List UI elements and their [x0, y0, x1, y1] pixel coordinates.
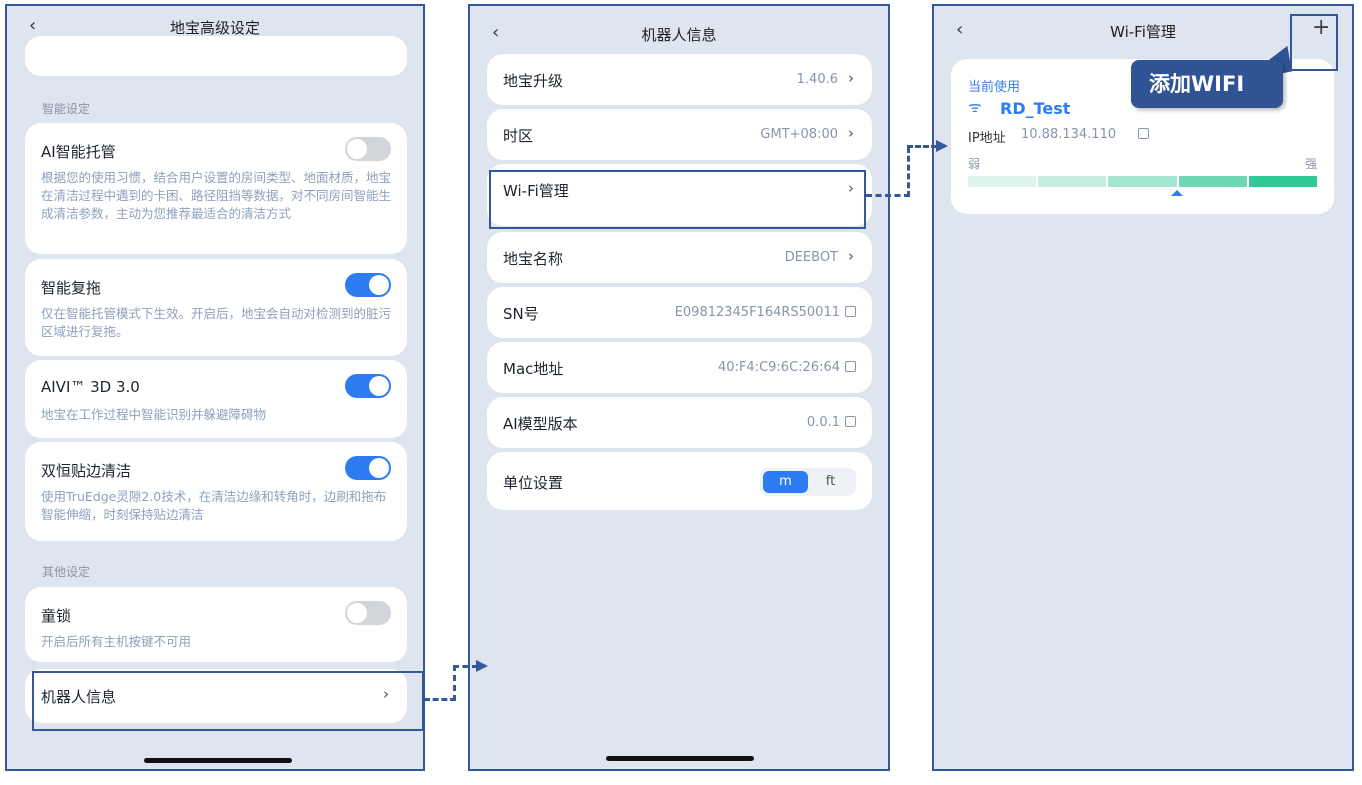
page-title: 机器人信息 — [641, 26, 717, 44]
info-row[interactable]: SN号 E09812345F164RS50011 — [487, 287, 872, 338]
page-title: Wi-Fi管理 — [1110, 23, 1176, 41]
advanced-settings-screen: ‹ 地宝高级设定 智能设定 AI智能托管 根据您的使用习惯，结合用户设置的房间类… — [5, 4, 425, 771]
copy-icon[interactable] — [845, 416, 856, 427]
highlight-add-button — [1290, 14, 1338, 71]
connector-1 — [424, 665, 456, 701]
chevron-right-icon: › — [848, 247, 854, 265]
top-card-partial — [25, 36, 407, 76]
signal-segment — [1038, 176, 1107, 187]
row-value: DEEBOT — [784, 250, 838, 265]
home-indicator — [144, 758, 292, 763]
connector-2 — [866, 147, 910, 197]
row-label: 地宝名称 — [503, 250, 564, 268]
info-row[interactable]: Wi-Fi管理 › — [487, 164, 872, 226]
weak-label: 弱 — [968, 157, 981, 171]
edge-cleaning-toggle[interactable] — [345, 456, 391, 480]
signal-segment — [1178, 176, 1247, 187]
back-icon[interactable]: ‹ — [29, 15, 37, 36]
arrow-right-icon — [936, 140, 948, 152]
setting-aivi: AIVI™ 3D 3.0 地宝在工作过程中智能识别并躲避障碍物 — [25, 360, 407, 438]
back-icon[interactable]: ‹ — [492, 22, 500, 43]
connector-2b — [907, 145, 937, 148]
row-value: 40:F4:C9:6C:26:64 — [718, 360, 856, 375]
copy-icon[interactable] — [1138, 128, 1150, 139]
wifi-ssid: RD_Test — [1000, 99, 1071, 118]
row-label: SN号 — [503, 305, 539, 323]
chevron-right-icon: › — [848, 124, 854, 142]
section-smart-settings: 智能设定 — [42, 102, 91, 116]
info-row[interactable]: AI模型版本 0.0.1 — [487, 397, 872, 448]
robot-info-row[interactable]: 机器人信息 › — [25, 669, 407, 723]
setting-ai-managed: AI智能托管 根据您的使用习惯，结合用户设置的房间类型、地面材质，地宝在清洁过程… — [25, 123, 407, 254]
row-value: 0.0.1 — [807, 415, 856, 430]
info-row[interactable]: 时区 GMT+08:00 › — [487, 109, 872, 160]
info-row[interactable]: 地宝升级 1.40.6 › — [487, 54, 872, 105]
row-label: 时区 — [503, 127, 534, 145]
signal-bar — [968, 176, 1318, 187]
unit-option-ft[interactable]: ft — [825, 474, 836, 489]
row-value: GMT+08:00 — [760, 127, 838, 142]
section-other-settings: 其他设定 — [42, 565, 91, 579]
highlight-wifi-management — [489, 170, 866, 229]
info-row[interactable]: Mac地址 40:F4:C9:6C:26:64 — [487, 342, 872, 393]
aivi-toggle[interactable] — [345, 374, 391, 398]
chevron-right-icon: › — [383, 685, 389, 703]
unit-setting-row: 单位设置 m ft — [487, 452, 872, 510]
chevron-right-icon: › — [848, 69, 854, 87]
back-icon[interactable]: ‹ — [956, 19, 964, 40]
row-label: 地宝升级 — [503, 72, 564, 90]
current-use-label: 当前使用 — [968, 80, 1021, 95]
arrow-right-icon — [476, 660, 488, 672]
unit-option-m[interactable]: m — [763, 471, 808, 493]
ip-value: 10.88.134.110 — [1021, 127, 1150, 142]
unit-segmented-control: m ft — [760, 468, 856, 496]
setting-child-lock: 童锁 开启后所有主机按键不可用 — [25, 587, 407, 662]
signal-segment — [1248, 176, 1318, 187]
ip-label: IP地址 — [968, 131, 1006, 146]
row-value: 1.40.6 — [796, 72, 838, 87]
strong-label: 强 — [1304, 157, 1317, 171]
signal-marker-icon — [1171, 190, 1184, 196]
setting-edge-cleaning: 双恒贴边清洁 使用TruEdge灵隙2.0技术，在清洁边缘和转角时，边刷和拖布智… — [25, 442, 407, 541]
add-wifi-callout: 添加WIFI — [1131, 60, 1283, 108]
ai-managed-toggle[interactable] — [345, 137, 391, 161]
add-wifi-button[interactable]: + — [1312, 15, 1331, 40]
connector-1b — [453, 665, 478, 701]
copy-icon[interactable] — [845, 306, 856, 317]
row-value: E09812345F164RS50011 — [675, 305, 856, 320]
highlight-robot-info — [32, 671, 424, 731]
child-lock-toggle[interactable] — [345, 601, 391, 625]
wifi-icon: ᯤ — [968, 98, 982, 116]
row-label: Mac地址 — [503, 360, 564, 378]
chevron-right-icon: › — [848, 179, 854, 197]
copy-icon[interactable] — [845, 361, 856, 372]
home-indicator — [606, 756, 754, 761]
signal-segment — [1108, 176, 1177, 187]
row-label: Wi-Fi管理 — [503, 182, 569, 200]
page-title: 地宝高级设定 — [169, 19, 260, 37]
row-label: AI模型版本 — [503, 415, 578, 433]
wifi-management-screen: ‹ Wi-Fi管理 + 当前使用 ᯤ RD_Test IP地址 10.88.13… — [932, 4, 1354, 771]
smart-remop-toggle[interactable] — [345, 273, 391, 297]
signal-segment — [968, 176, 1037, 187]
info-row[interactable]: 地宝名称 DEEBOT › — [487, 232, 872, 283]
setting-smart-remop: 智能复拖 仅在智能托管模式下生效。开启后，地宝会自动对检测到的脏污区域进行复拖。 — [25, 259, 407, 356]
